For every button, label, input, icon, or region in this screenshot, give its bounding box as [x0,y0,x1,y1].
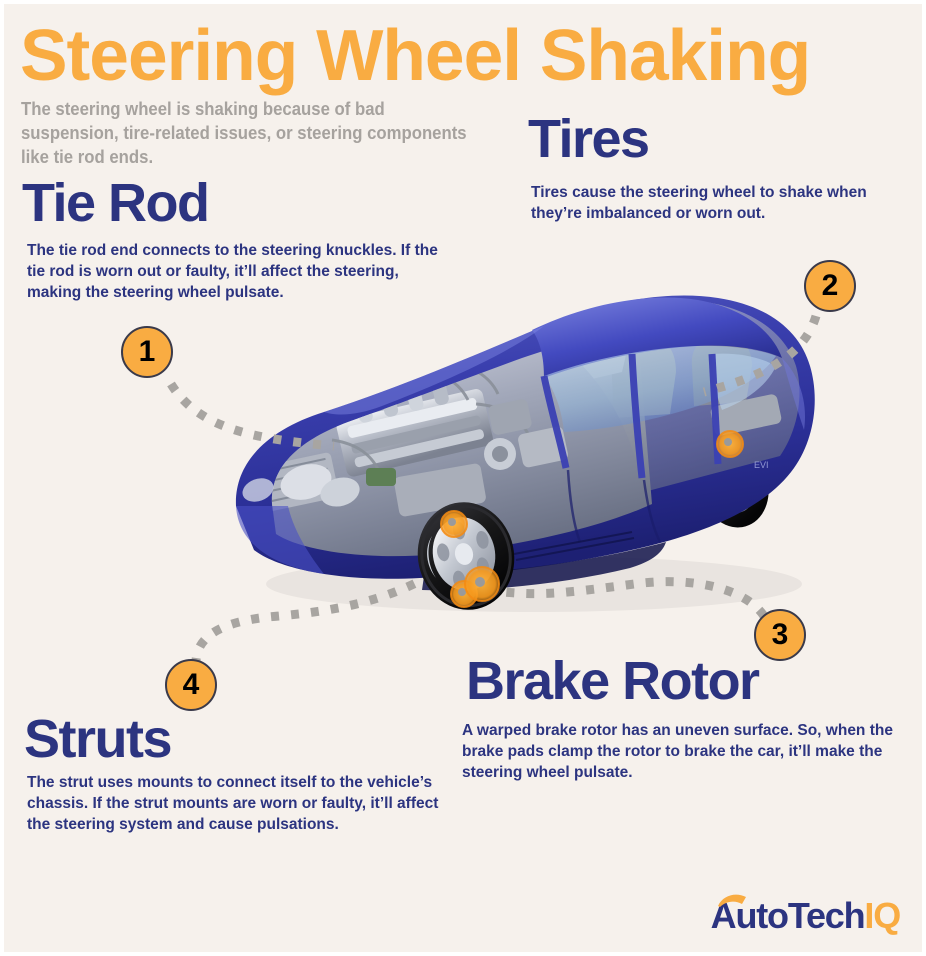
swoosh-icon [717,894,746,907]
page-subtitle: The steering wheel is shaking because of… [21,99,467,167]
brake-rotor-hotspot[interactable] [464,566,500,602]
number-badge-2[interactable]: 2 [804,260,856,312]
section-body-tie-rod: The tie rod end connects to the steering… [27,242,438,301]
number-badge-1[interactable]: 1 [121,326,173,378]
section-body-struts: The strut uses mounts to connect itself … [27,774,439,833]
section-heading-struts: Struts [24,709,173,769]
tire-hotspot[interactable] [716,430,744,458]
door-seams [566,469,662,543]
section-body-tires: Tires cause the steering wheel to shake … [531,184,867,222]
strut-hotspot[interactable] [440,510,468,538]
car-side-marking: EVI [754,460,769,470]
hotspot-markers [440,430,744,608]
brand-logo[interactable]: AutoTechIQ [710,894,901,936]
car-cutaway-illustration: EVI [235,295,815,612]
section-body-brake-rotor: A warped brake rotor has an uneven surfa… [462,722,893,781]
page-title: Steering Wheel Shaking [20,16,811,96]
logo-secondary-text: IQ [864,895,901,936]
number-badge-3[interactable]: 3 [754,609,806,661]
number-badge-4[interactable]: 4 [165,659,217,711]
section-heading-tires: Tires [528,109,650,169]
section-heading-tie-rod: Tie Rod [22,173,210,233]
section-heading-brake-rotor: Brake Rotor [466,651,760,711]
logo-primary-text: AutoTech [710,895,866,936]
